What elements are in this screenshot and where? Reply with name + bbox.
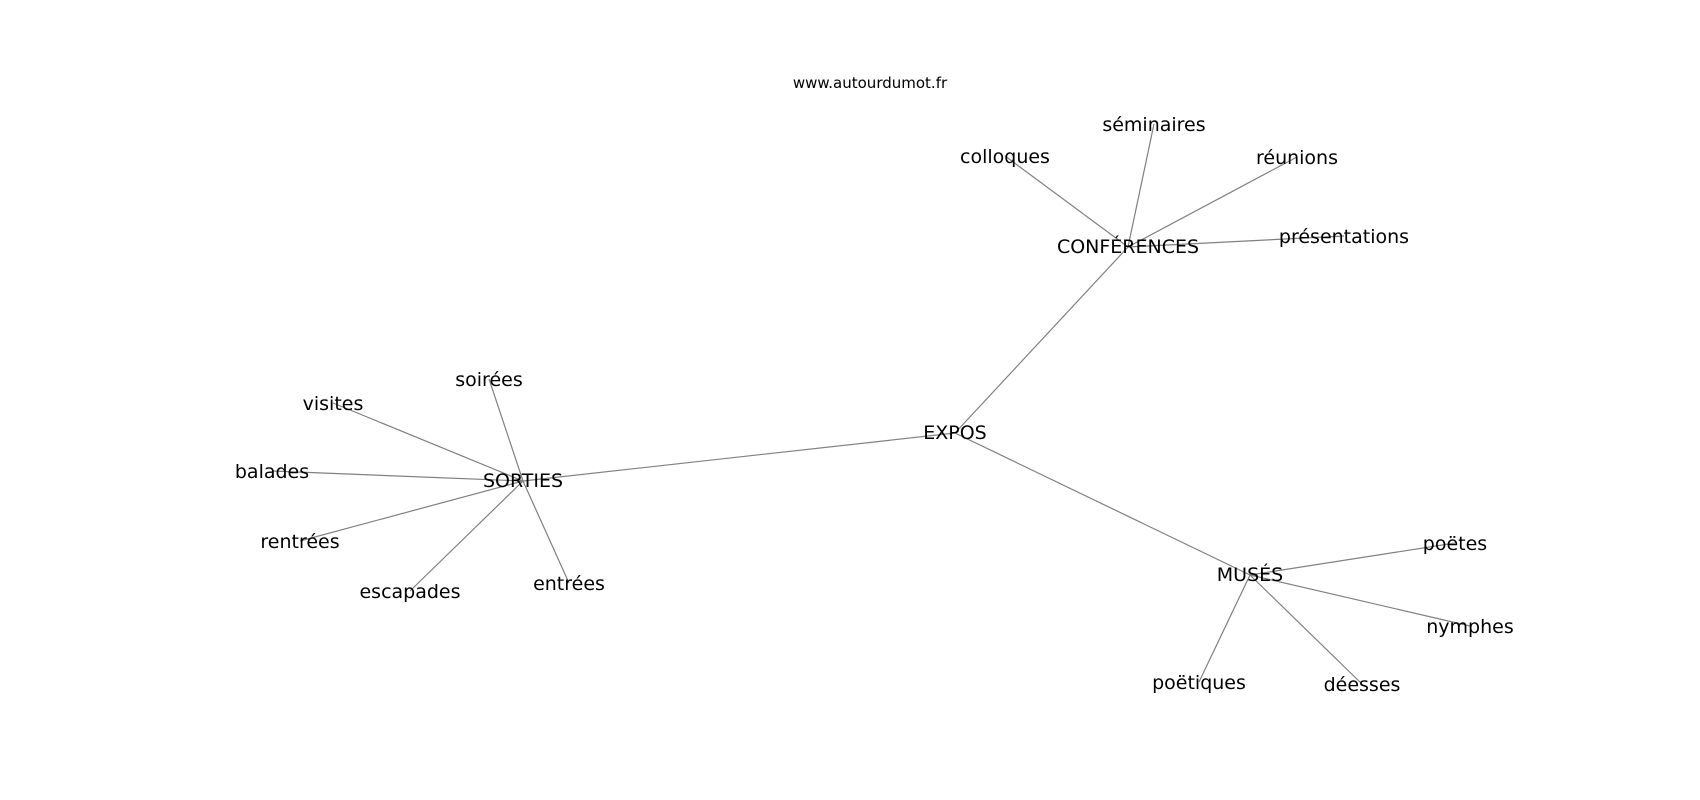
edge-hub-leaf (271, 470, 524, 482)
edge-center-hub (522, 432, 956, 482)
leaf-node-label: réunions (1256, 147, 1338, 169)
edge-hub-leaf (1127, 123, 1155, 248)
edge-hub-leaf (488, 378, 524, 482)
leaf-node-label: rentrées (260, 531, 339, 553)
edge-hub-leaf (299, 480, 524, 542)
hub-node-label: SORTIES (483, 470, 563, 492)
leaf-node-label: nymphes (1426, 616, 1514, 638)
leaf-node-label: balades (235, 461, 309, 483)
edge-hub-leaf (522, 480, 570, 584)
edge-hub-leaf (1127, 156, 1298, 248)
leaf-node-label: séminaires (1102, 114, 1205, 136)
leaf-node-label: entrées (533, 573, 605, 595)
edge-hub-leaf (1249, 542, 1456, 576)
hub-node-label: MUSÉS (1217, 563, 1283, 586)
leaf-node-label: poëtes (1423, 533, 1487, 555)
leaf-node-label: escapades (359, 581, 460, 603)
site-url-label: www.autourdumot.fr (793, 74, 948, 92)
edge-hub-leaf (1004, 155, 1129, 248)
leaf-node-label: présentations (1279, 226, 1409, 248)
edge-hub-leaf (332, 402, 524, 482)
leaf-node-label: colloques (960, 146, 1050, 168)
edge-hub-leaf (1198, 574, 1251, 683)
edge-hub-leaf (1127, 235, 1345, 248)
center-node-label: EXPOS (923, 422, 987, 444)
leaf-node-label: déesses (1324, 674, 1401, 696)
leaf-node-label: visites (303, 393, 364, 415)
edge-hub-leaf (1249, 574, 1471, 627)
edge-hub-leaf (409, 480, 524, 592)
hub-node-label: CONFÉRENCES (1057, 235, 1199, 258)
leaf-node-label: soirées (455, 369, 522, 391)
edge-center-hub (954, 246, 1129, 434)
leaf-node-label: poëtiques (1152, 672, 1246, 694)
graph-edges (271, 123, 1471, 685)
edge-center-hub (954, 432, 1251, 576)
graph-labels: www.autourdumot.fr EXPOS CONFÉRENCES collo… (235, 74, 1514, 696)
edge-hub-leaf (1249, 574, 1363, 685)
